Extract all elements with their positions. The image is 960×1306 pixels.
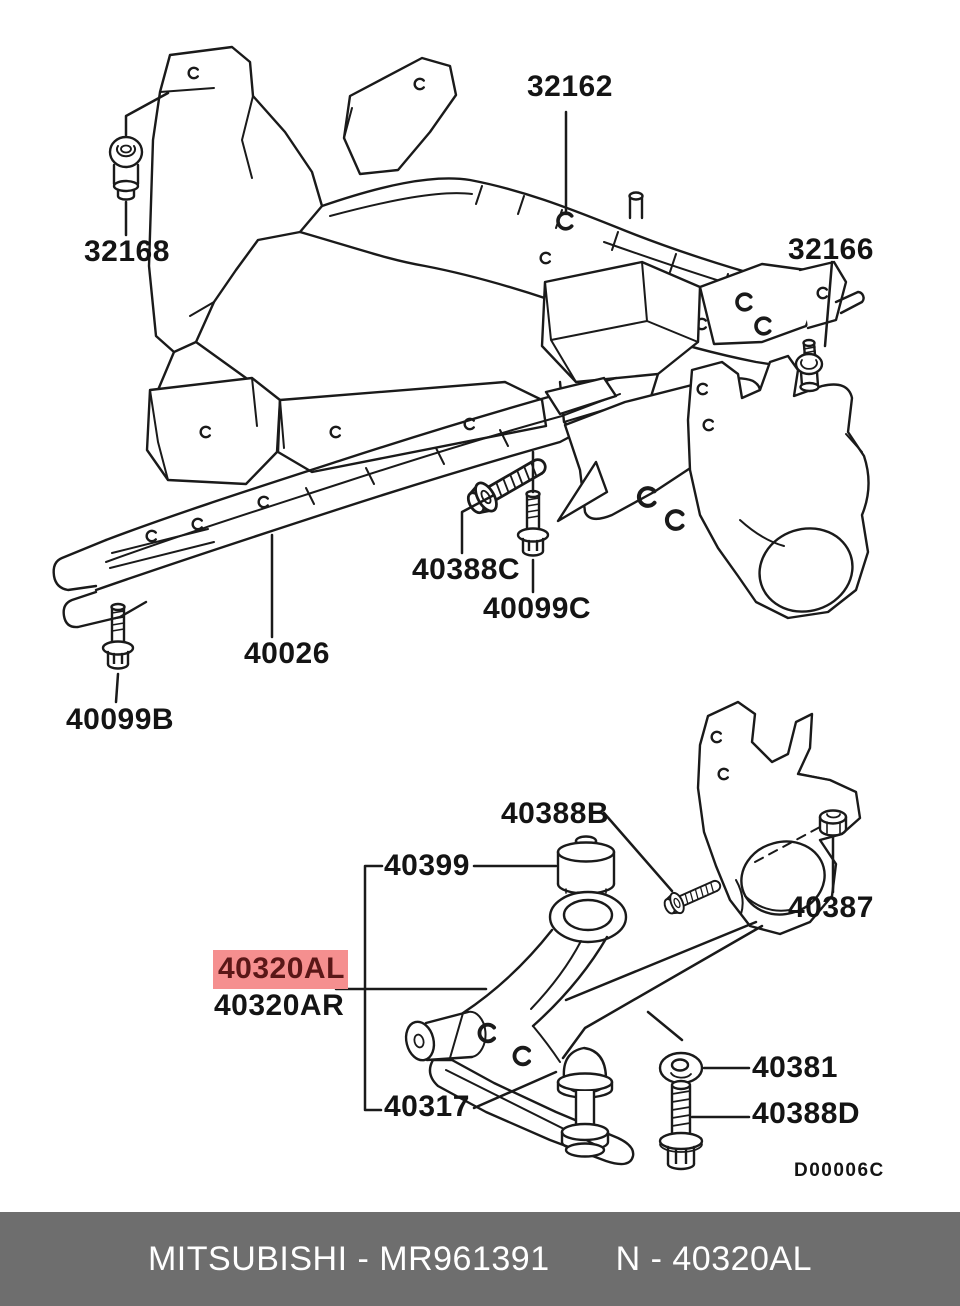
washer-40381-icon	[658, 1051, 704, 1085]
part-label-40099B: 40099B	[66, 703, 175, 736]
footer-reference-number: N - 40320AL	[615, 1239, 813, 1278]
part-label-40388D: 40388D	[752, 1097, 861, 1130]
parts-diagram-drawing	[52, 45, 870, 1171]
part-label-40026: 40026	[244, 637, 330, 670]
bolt-40388D-icon	[658, 1079, 704, 1171]
part-label-32166: 32166	[788, 233, 874, 266]
bolt-32166-icon	[794, 338, 824, 393]
drawing-code: D00006C	[794, 1160, 885, 1181]
part-label-32168: 32168	[84, 235, 170, 268]
lower-knuckle-drawing	[696, 700, 862, 936]
bolt-40099C-icon	[516, 489, 550, 557]
crossmember-drawing	[145, 45, 865, 486]
part-label-40317: 40317	[384, 1090, 470, 1123]
bolt-32168-icon	[108, 135, 144, 201]
footer-bar: MITSUBISHI - MR961391 N - 40320AL	[0, 1212, 960, 1306]
part-label-32162: 32162	[527, 70, 613, 103]
part-label-40320AL-highlighted: 40320AL	[213, 950, 348, 989]
part-label-40320AR: 40320AR	[214, 989, 345, 1022]
part-label-40381: 40381	[752, 1051, 838, 1084]
bolt-40388B-icon	[660, 873, 726, 919]
leader-lines	[114, 91, 835, 1119]
upper-knuckle-drawing	[556, 354, 870, 620]
part-label-40388C: 40388C	[412, 553, 521, 586]
part-label-40399: 40399	[384, 849, 470, 882]
lower-control-arm-drawing	[404, 835, 635, 1166]
part-label-40099C: 40099C	[483, 592, 592, 625]
stay-bar-drawing	[52, 376, 630, 629]
part-label-40388B: 40388B	[501, 797, 610, 830]
ball-joint-40317	[556, 1046, 614, 1158]
part-label-40387: 40387	[788, 891, 874, 924]
footer-brand-part-number: MITSUBISHI - MR961391	[147, 1239, 550, 1278]
nut-40387-icon	[818, 809, 848, 837]
